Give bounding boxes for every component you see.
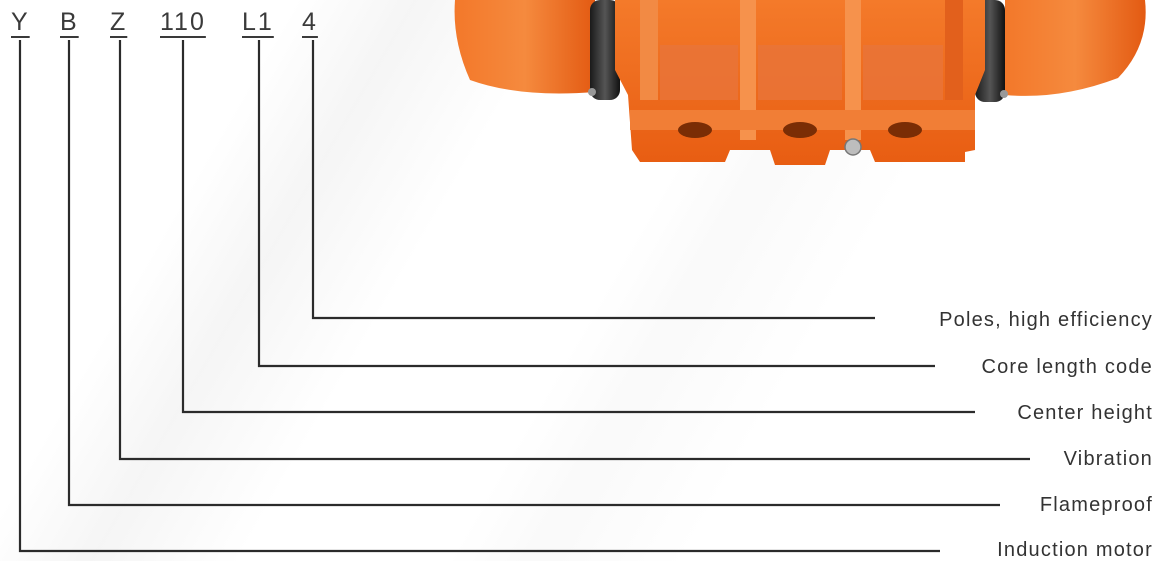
label-poles: Poles, high efficiency [939, 309, 1153, 331]
label-induction-motor: Induction motor [997, 539, 1153, 561]
code-part-z: Z [110, 8, 128, 36]
label-center-height: Center height [1017, 402, 1153, 424]
code-part-b: B [60, 8, 79, 36]
left-end-cover [454, 0, 595, 94]
label-vibration: Vibration [1063, 448, 1153, 470]
code-part-y: Y [11, 8, 30, 36]
label-flameproof: Flameproof [1039, 494, 1153, 516]
leader-line-Z [118, 40, 1030, 461]
leader-line-Y [18, 40, 940, 553]
label-core-length: Core length code [981, 356, 1153, 378]
leader-line-L1 [257, 40, 935, 368]
right-end-cover [1005, 0, 1146, 96]
code-part-110: 110 [160, 8, 206, 36]
mounting-hole [888, 122, 922, 138]
leader-line-4 [311, 40, 875, 320]
code-part-4: 4 [302, 8, 318, 36]
bolt [844, 138, 862, 156]
mounting-hole [678, 122, 712, 138]
leader-line-B [67, 40, 1000, 507]
left-rim [590, 0, 620, 100]
mounting-hole [783, 122, 817, 138]
leader-line-110 [181, 40, 975, 414]
code-part-l1: L1 [242, 8, 274, 36]
